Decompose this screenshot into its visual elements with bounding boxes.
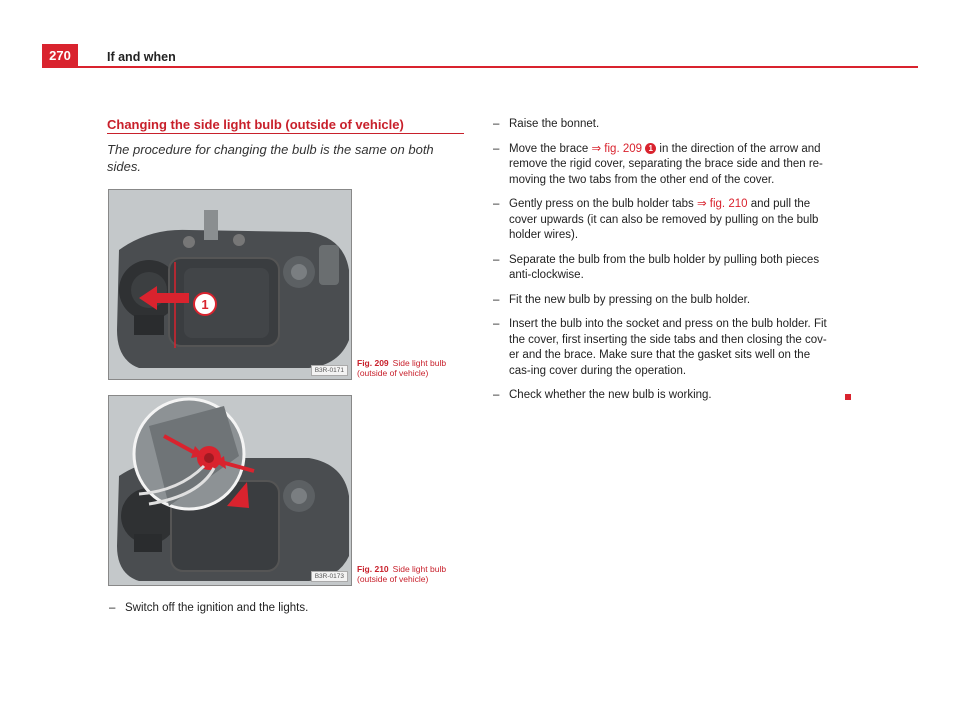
page-number: 270 [42, 44, 78, 66]
list-item: Raise the bonnet. [493, 117, 833, 133]
figure-callout-1: 1 [201, 297, 208, 312]
list-item: Insert the bulb into the socket and pres… [493, 317, 833, 379]
list-item: Check whether the new bulb is working. [493, 388, 833, 404]
list-item: Gently press on the bulb holder tabs ⇒ f… [493, 197, 833, 244]
header-divider [42, 66, 918, 68]
figure-code: B3R-0171 [310, 365, 348, 376]
headlight-illustration-1: 1 [109, 190, 351, 379]
figure-code: B3R-0173 [310, 571, 348, 582]
list-item: Switch off the ignition and the lights. [109, 601, 449, 617]
list-item: Separate the bulb from the bulb holder b… [493, 253, 833, 284]
step-text: in the direction of the arrow and remove… [509, 142, 823, 186]
list-item: Fit the new bulb by pressing on the bulb… [493, 293, 833, 309]
right-steps-list: Raise the bonnet. Move the brace ⇒ fig. … [493, 117, 833, 413]
list-item: Move the brace ⇒ fig. 209 1 in the direc… [493, 142, 833, 189]
figure-label: Fig. 210 [357, 564, 389, 574]
section-divider [107, 133, 464, 134]
figure-210-image: B3R-0173 [108, 395, 352, 586]
section-title: Changing the side light bulb (outside of… [107, 117, 404, 132]
step-text: and pull the cover upwards (it can also … [509, 198, 819, 241]
figure-reference-link[interactable]: ⇒ fig. 210 [696, 198, 748, 210]
figure-caption-text: Side light bulb (outside of vehicle) [357, 564, 447, 584]
end-of-section-mark [845, 394, 851, 400]
step-text: Gently press on the bulb holder tabs [509, 198, 697, 210]
left-steps-list: Switch off the ignition and the lights. [109, 601, 449, 617]
figure-label: Fig. 209 [357, 358, 389, 368]
section-intro: The procedure for changing the bulb is t… [107, 142, 434, 174]
callout-badge: 1 [645, 142, 657, 154]
headlight-illustration-2 [109, 396, 351, 585]
step-text: Move the brace [509, 142, 592, 155]
figure-209-image: 1 B3R-0171 [108, 189, 352, 380]
chapter-title: If and when [107, 50, 176, 64]
figure-reference-link[interactable]: ⇒ fig. 209 [591, 142, 643, 155]
figure-caption-text: Side light bulb (outside of vehicle) [357, 358, 447, 378]
